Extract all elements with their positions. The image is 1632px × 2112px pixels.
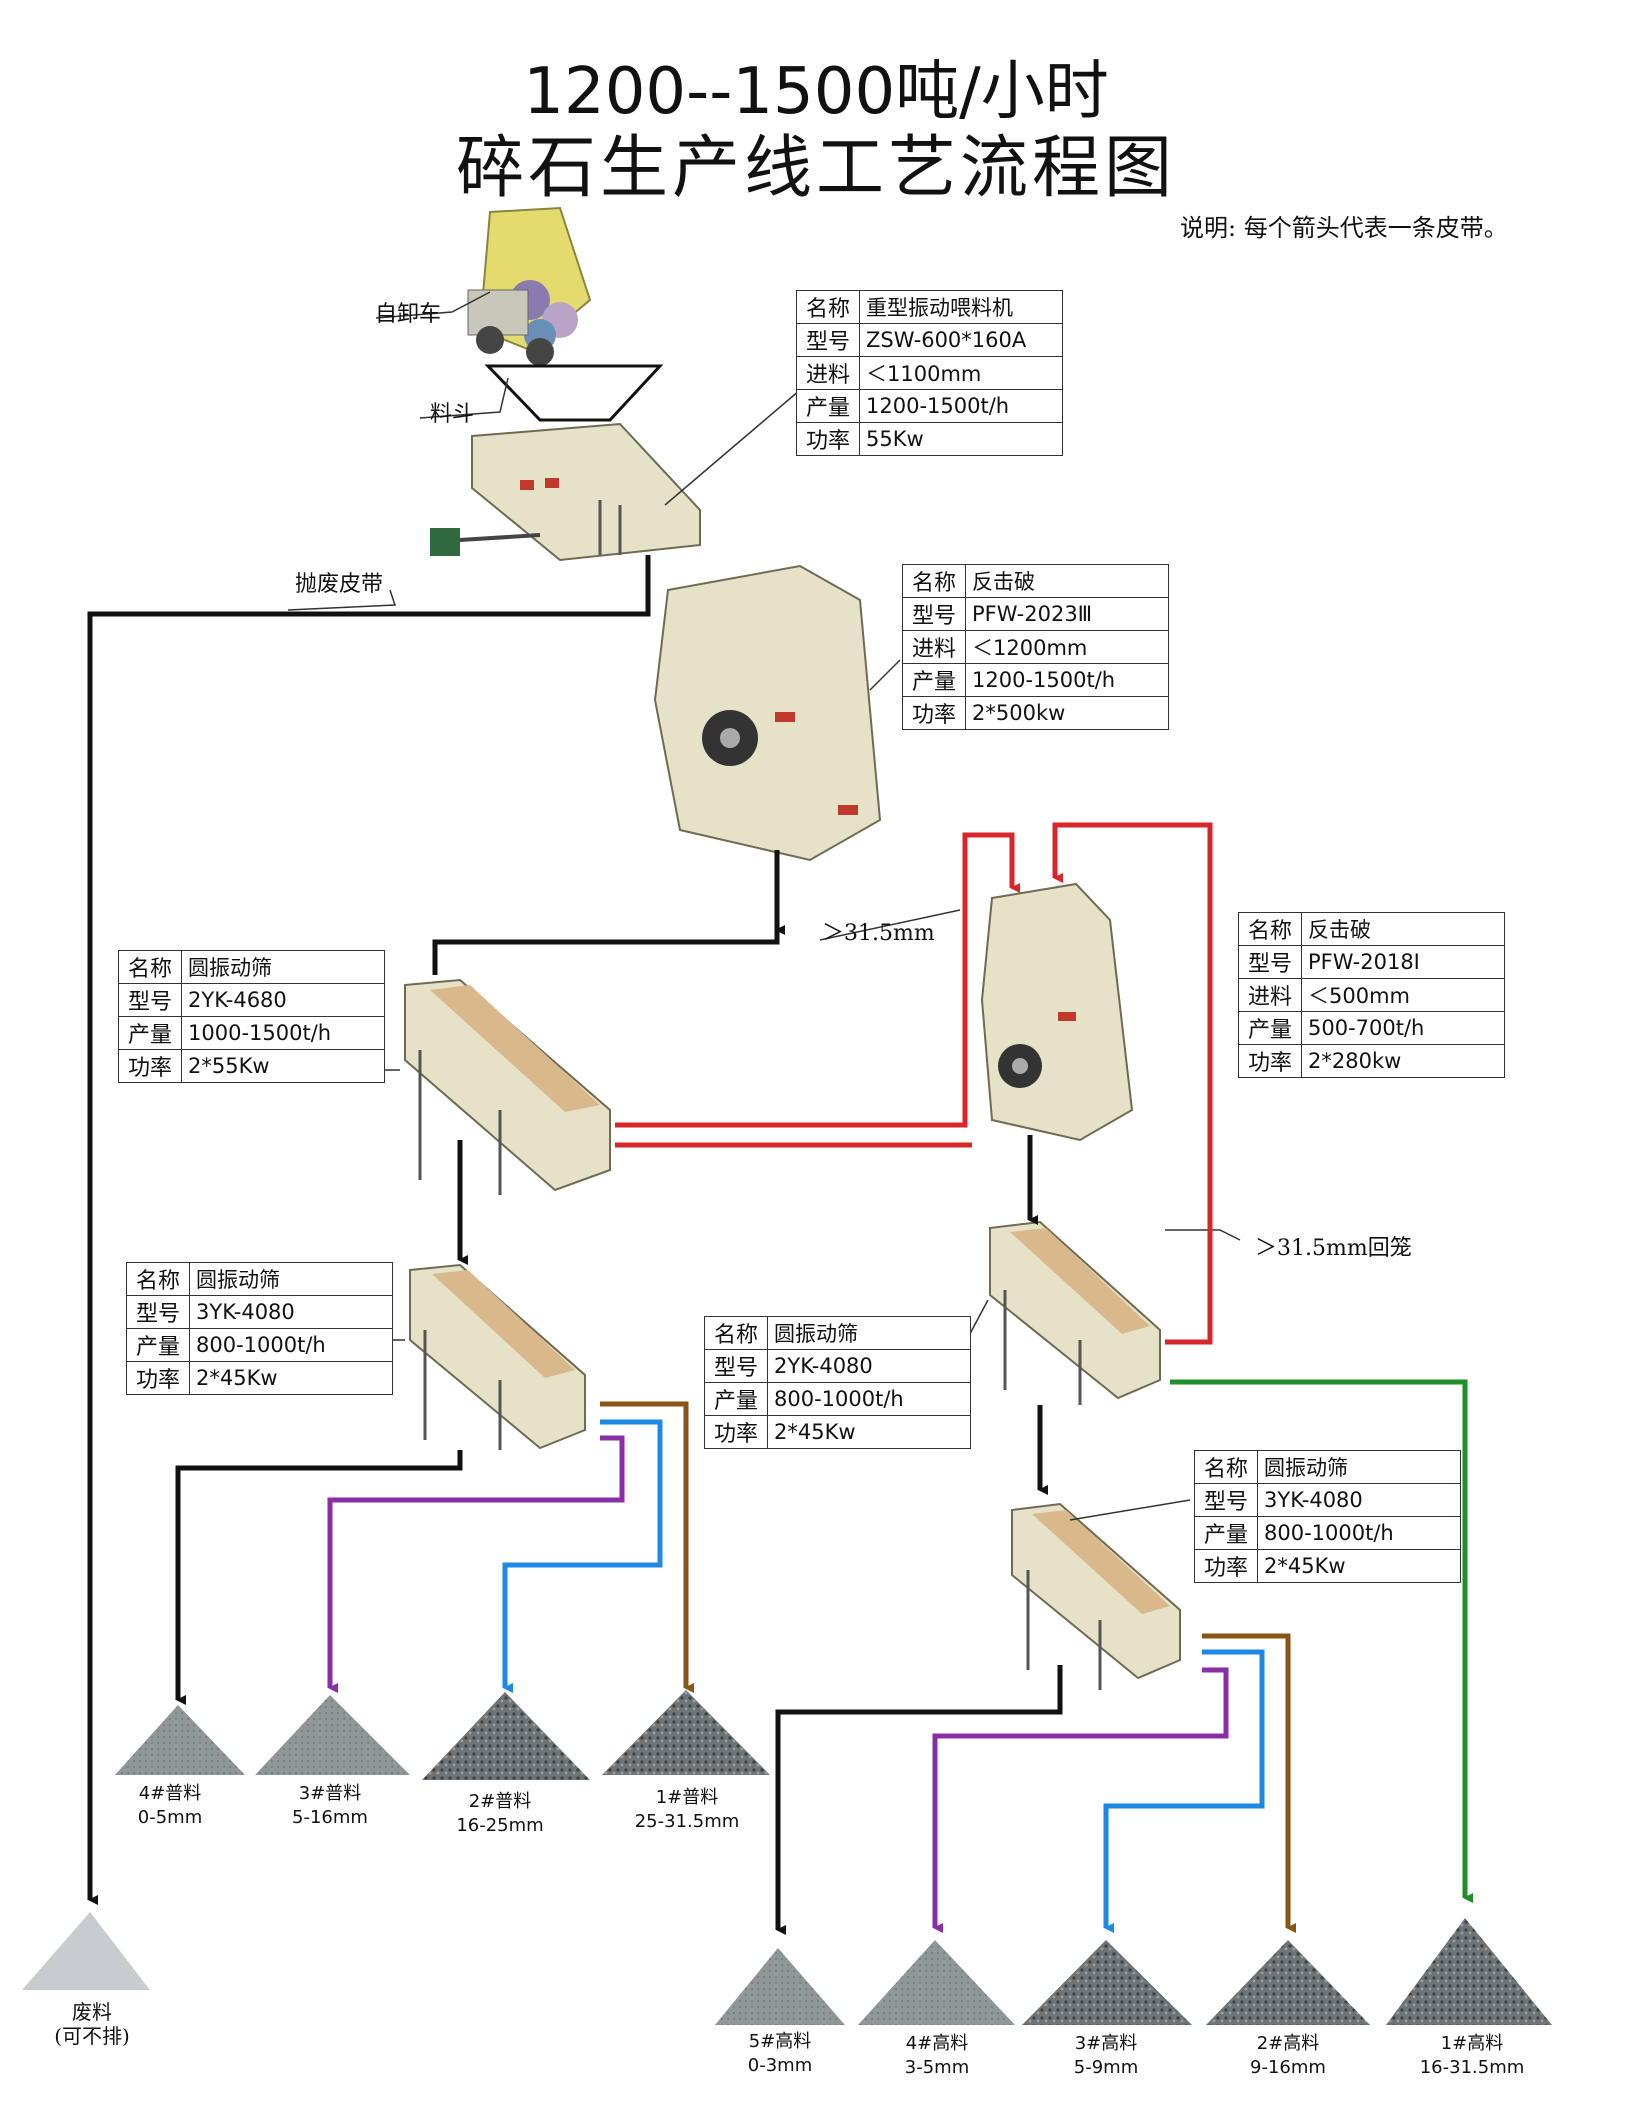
impact-crusher-1-icon bbox=[653, 564, 882, 862]
vibrating-screen-4-icon bbox=[1011, 1502, 1181, 1690]
belt-purple-1 bbox=[327, 1435, 625, 1693]
pile-h1-icon bbox=[1386, 1918, 1552, 2025]
belt-brown-1 bbox=[600, 1401, 694, 1693]
product-label-waste: 废料(可不排) bbox=[54, 2000, 130, 2048]
vibrating-screen-1-icon bbox=[404, 978, 611, 1195]
label-dump-truck: 自卸车 bbox=[375, 302, 442, 327]
pile-p4-icon bbox=[115, 1705, 245, 1775]
belt-purple-2 bbox=[932, 1667, 1229, 1933]
pile-waste-icon bbox=[22, 1912, 150, 1990]
pile-h2-icon bbox=[1206, 1940, 1370, 2025]
pile-p3-icon bbox=[255, 1695, 410, 1775]
pile-h3-icon bbox=[1022, 1940, 1192, 2025]
label-hopper: 料斗 bbox=[430, 402, 475, 427]
belt-green bbox=[1170, 1379, 1473, 1903]
belts-black bbox=[87, 555, 1063, 1935]
belt-blue-1 bbox=[502, 1419, 663, 1693]
label-waste-belt: 抛废皮带 bbox=[295, 572, 384, 597]
pile-p2-icon bbox=[422, 1692, 590, 1780]
stockpiles bbox=[22, 1690, 1552, 2025]
belt-blue-2 bbox=[1103, 1649, 1265, 1933]
dump-truck-icon bbox=[467, 206, 592, 366]
pile-p1-icon bbox=[602, 1690, 770, 1775]
legend-note: 说明: 每个箭头代表一条皮带。 bbox=[1180, 214, 1508, 242]
pile-h5-icon bbox=[715, 1948, 845, 2025]
label-oversize-1: ＞31.5mm bbox=[822, 921, 935, 946]
pile-h4-icon bbox=[858, 1940, 1015, 2025]
impact-crusher-2-icon bbox=[980, 882, 1134, 1142]
vibrating-screen-3-icon bbox=[989, 1220, 1161, 1405]
vibrating-screen-2-icon bbox=[409, 1263, 586, 1450]
belt-brown-2 bbox=[1202, 1633, 1296, 1933]
page-title-line2: 碎石生产线工艺流程图 bbox=[455, 129, 1176, 208]
label-oversize-2: ＞31.5mm回笼 bbox=[1255, 1236, 1412, 1261]
vibrating-feeder-icon bbox=[430, 422, 701, 562]
page-title-line1: 1200--1500吨/小时 bbox=[523, 55, 1109, 129]
belts-red bbox=[615, 822, 1213, 1345]
hopper-icon bbox=[484, 364, 664, 422]
